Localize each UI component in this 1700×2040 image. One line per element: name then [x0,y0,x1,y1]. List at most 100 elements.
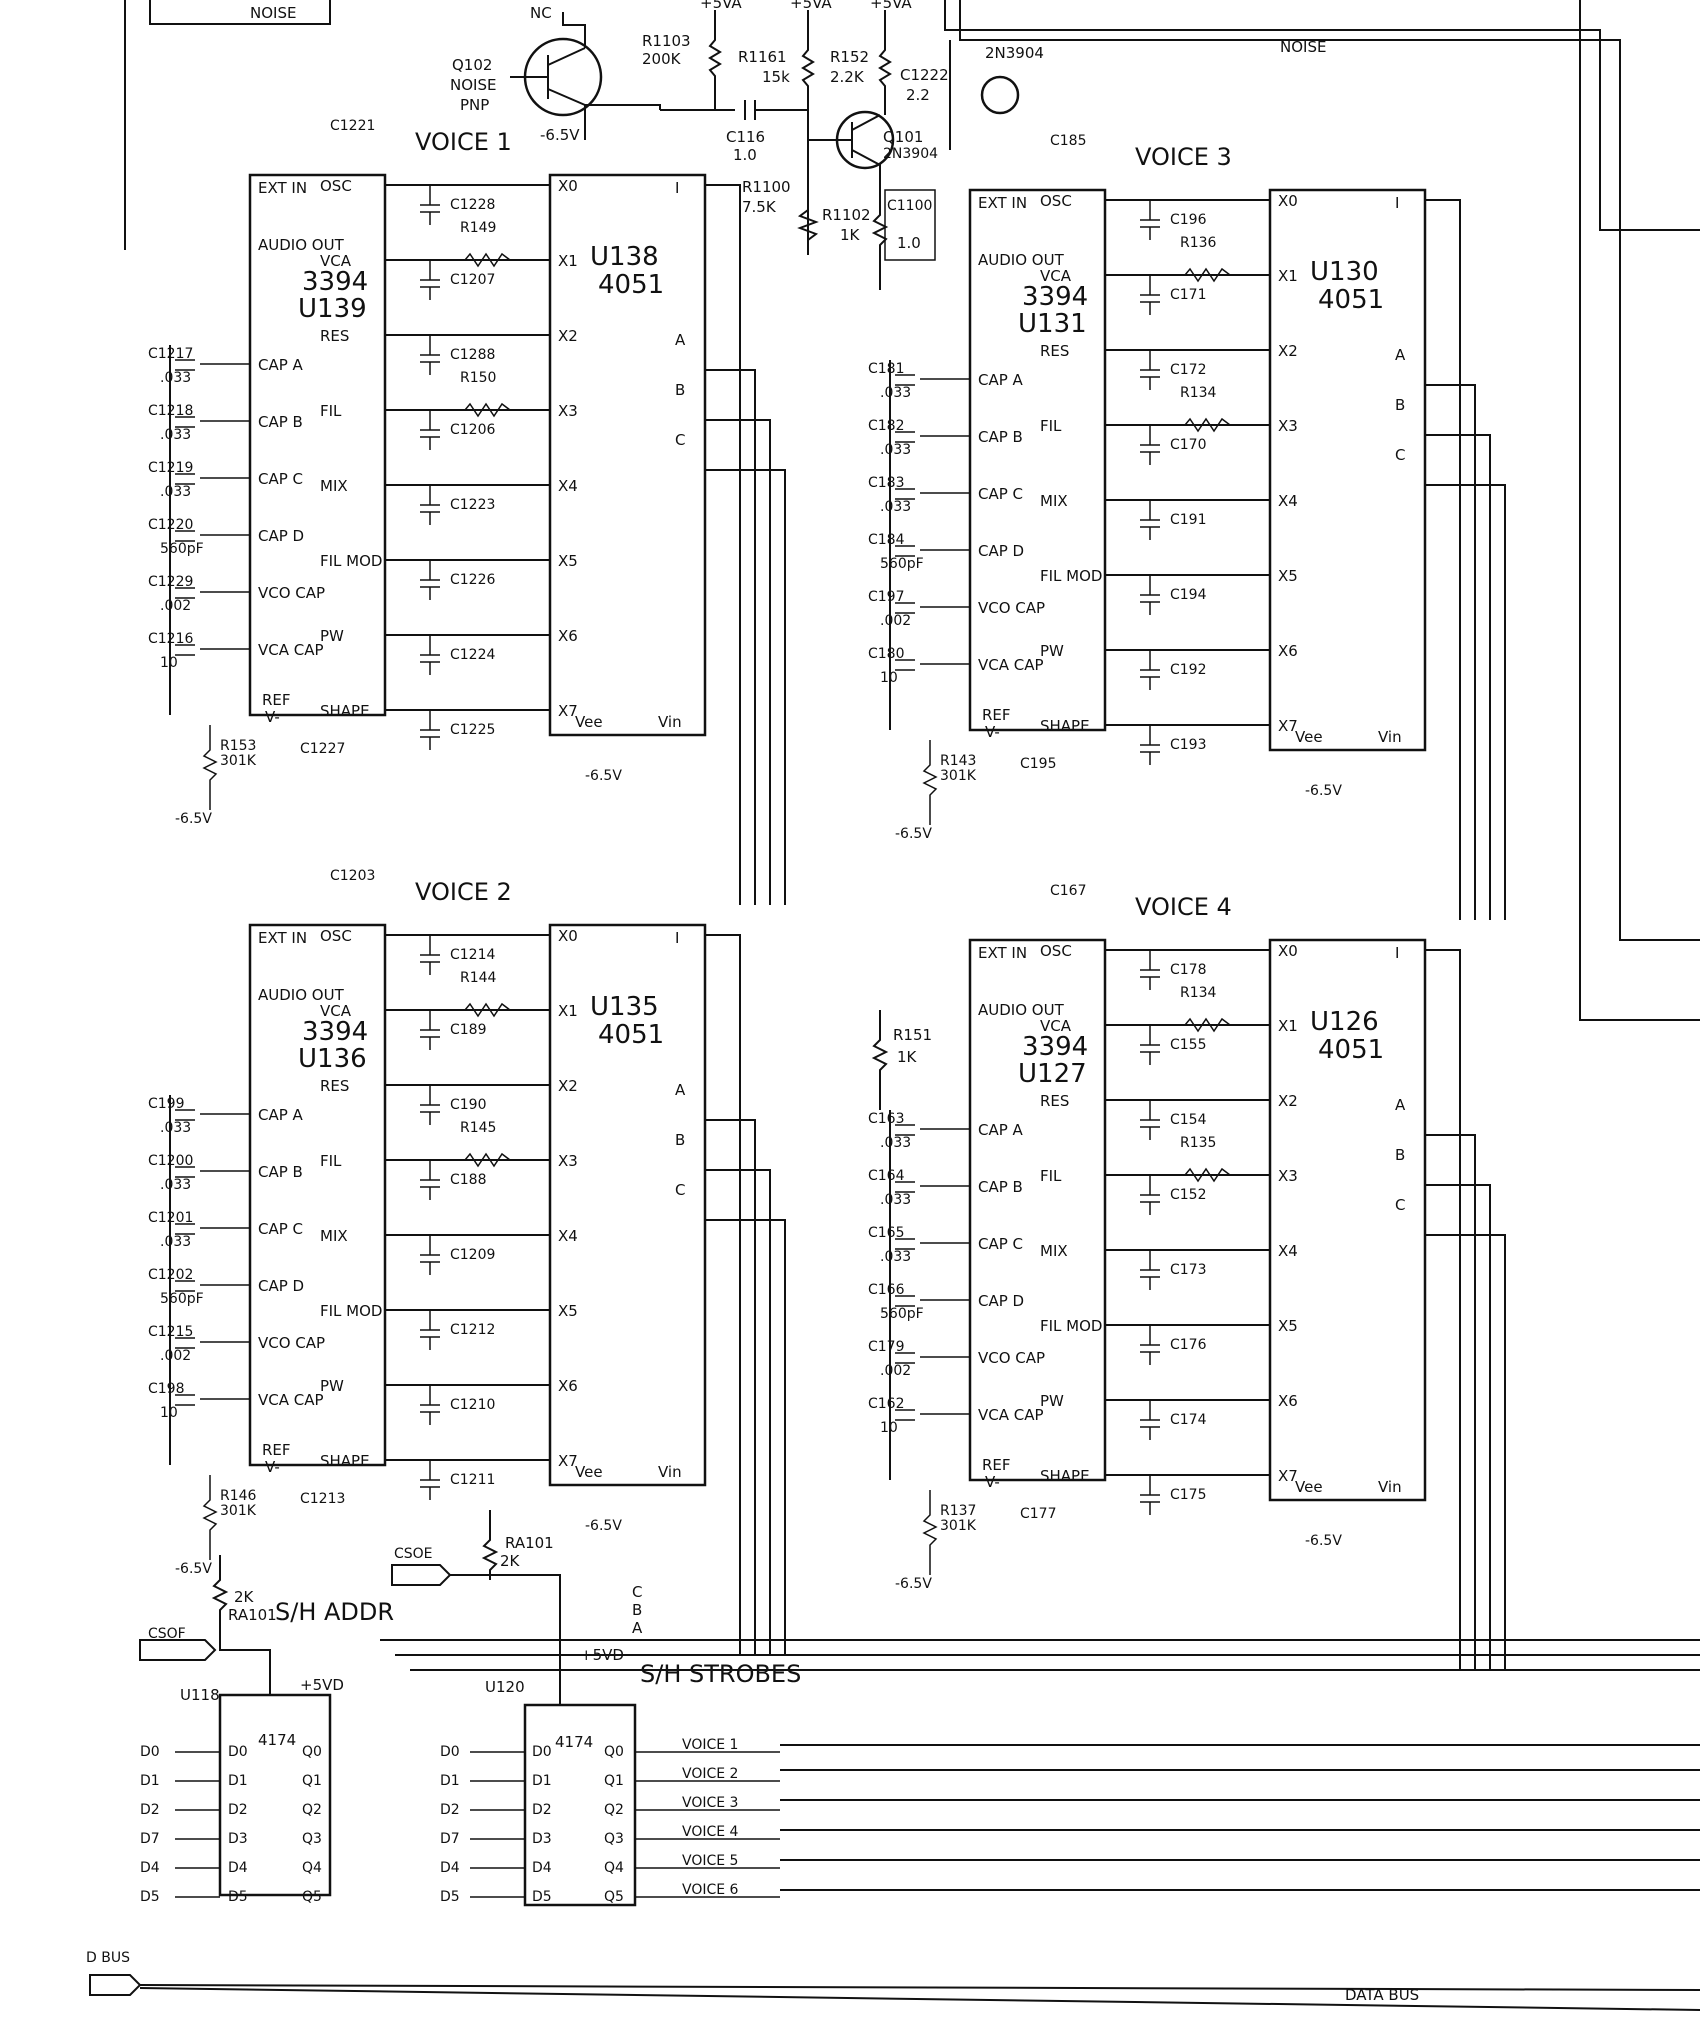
neg-supply: -6.5V [585,1518,622,1534]
ref-resistor-label: R143 [940,753,976,769]
u118-q-pin: Q3 [302,1831,322,1847]
osc-pin-label: RES [320,1077,349,1095]
mux-pin-label: A [675,1081,686,1099]
osc-pin-label: FIL MOD [1040,1317,1102,1335]
mux-cap-label: C171 [1170,287,1207,303]
mux-cap-label: C1209 [450,1247,495,1263]
voice-strobe-label: VOICE 5 [682,1853,738,1869]
osc-chip-box [248,173,387,717]
c1222-label: C1222 [900,66,949,84]
bus-line-label: D4 [440,1860,460,1876]
u118-d-pin: D2 [228,1802,248,1818]
mux-pin-label: Vin [1378,1478,1402,1496]
q101-part: 2N3904 [883,146,938,162]
top-resistors: R1103 200K +5VA R1161 15k +5VA R152 2.2K… [642,0,912,255]
gnd-cap-label: C1227 [300,741,345,757]
mux-chip-box [1268,188,1427,752]
neg-supply: -6.5V [895,826,932,842]
u120-d-pin: D5 [532,1889,552,1905]
osc-pin-label: CAP A [978,371,1024,389]
voice-strobe-label: VOICE 1 [682,1737,738,1753]
u118-label: U118 [180,1686,220,1704]
voice-strobe-label: VOICE 2 [682,1766,738,1782]
u120-d-pin: D2 [532,1802,552,1818]
mux-cap-label: C1226 [450,572,495,588]
mux-pin-label: X0 [1278,192,1298,210]
cap-value: .002 [880,613,911,629]
mux-cap-label: C188 [450,1172,487,1188]
osc-pin-label: RES [1040,1092,1069,1110]
cap-value: .033 [880,1192,911,1208]
osc-pin-label: CAP A [258,356,304,374]
neg-supply: -6.5V [585,768,622,784]
mux-cap-label: C174 [1170,1412,1207,1428]
ref-resistor-label: R146 [220,1488,257,1504]
data-bus-label: DATA BUS [1345,1986,1419,2004]
mux-pin-label: Vin [658,1463,682,1481]
u118-supply: +5VD [300,1676,344,1694]
neg-supply: -6.5V [1305,1533,1342,1549]
osc-pin-label: FIL [320,402,342,420]
osc-chip-type: 3394 [1022,1032,1088,1062]
d-bus-label: D BUS [86,1950,130,1966]
mux-pin-label: X5 [1278,567,1298,585]
r1102-label: R1102 [822,206,871,224]
gnd-cap-label: C177 [1020,1506,1057,1522]
r151-resistor: R151 1K [871,1010,932,1110]
ra101-v2-resistor: RA101 2K [481,1510,554,1580]
u118-chip: 4174 [258,1731,296,1749]
cap-value: .033 [160,1177,191,1193]
address-line-label: B [632,1601,642,1619]
osc-pin-label: SHAPE [1040,717,1090,735]
mux-cap-label: C1214 [450,947,495,963]
u118-q-pin: Q0 [302,1744,322,1760]
mux-pin-label: X0 [1278,942,1298,960]
osc-pin-label: OSC [320,927,352,945]
osc-pin-label: MIX [1040,1242,1068,1260]
cap-value: .002 [160,598,191,614]
u120-q-pin: Q5 [604,1889,624,1905]
osc-pin-label: PW [320,627,344,645]
supply-cap-label: C185 [1050,133,1087,149]
mux-pin-label: X1 [558,252,578,270]
osc-pin-label: MIX [320,1227,348,1245]
cap-value: .033 [880,1249,911,1265]
mux-pin-label: X4 [1278,492,1298,510]
q102-transistor: NC Q102 NOISE PNP -6.5V [450,4,661,144]
mux-pin-label: X6 [558,1377,578,1395]
ref-resistor-label: R153 [220,738,256,754]
u120-box [523,1703,637,1907]
osc-pin-label: PW [1040,642,1064,660]
mux-pin-label: X7 [1278,1467,1298,1485]
mux-cap-label: C194 [1170,587,1207,603]
osc-pin-label: CAP A [978,1121,1024,1139]
mux-pin-label: Vee [575,1463,603,1481]
osc-pin-label: REF [982,1456,1011,1474]
voice-strobe-label: VOICE 6 [682,1882,739,1898]
nc-label: NC [530,4,552,22]
supply-cap-label: C1221 [330,118,375,134]
cap-label: C165 [868,1225,905,1241]
osc-pin-label: FIL [320,1152,342,1170]
neg-supply: -6.5V [895,1576,932,1592]
mux-pin-label: C [1395,1196,1405,1214]
q101-area: C116 1.0 C1222 2.2 Q101 2N3904 2N3904 R1… [660,40,1044,290]
osc-pin-label: V- [985,1473,1000,1491]
cap-value: 10 [160,1405,178,1421]
cap-label: C197 [868,589,905,605]
voice-strobe-label: VOICE 4 [682,1824,739,1840]
mux-pin-label: X1 [1278,267,1298,285]
osc-pin-label: VCA [320,252,352,270]
r151-value: 1K [897,1048,918,1066]
mux-cap-label: C1207 [450,272,495,288]
u118-q-pin: Q5 [302,1889,322,1905]
osc-pin-label: VCA CAP [978,1406,1044,1424]
mux-cap-label: C1206 [450,422,495,438]
ra101-v2-label: RA101 [505,1534,554,1552]
osc-pin-label: SHAPE [320,1452,370,1470]
cap-value: .033 [880,1135,911,1151]
osc-chip-type: 3394 [302,267,368,297]
mux-cap-label: C175 [1170,1487,1207,1503]
